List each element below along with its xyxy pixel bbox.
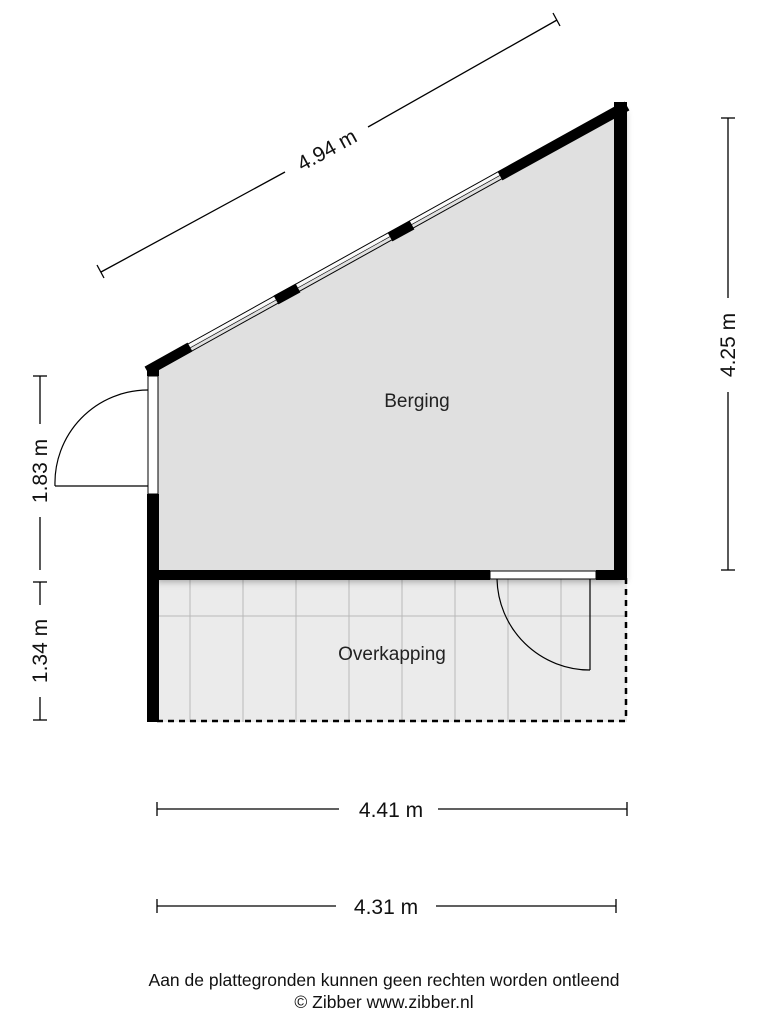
dimension-label-width-upper: 4.41 m [359,799,423,822]
dimension-label-right: 4.25 m [717,313,740,377]
diagonal-wall [144,101,630,376]
bottom-wall-left [147,570,490,580]
dimension-label-diagonal: 4.94 m [294,125,361,176]
right-wall [614,102,627,578]
footer-copyright: © Zibber www.zibber.nl [294,992,474,1012]
dimension-label-left-lower: 1.34 m [29,619,52,683]
wall-segment [387,220,415,242]
room-label-berging: Berging [384,391,450,412]
bottom-wall-right [596,570,627,580]
dimension-width-lower [156,899,617,913]
left-door-swing-arc [54,389,149,487]
wall-segment [273,283,301,305]
bottom-door-frame [489,570,597,580]
open-edge-dashed [157,578,628,723]
bottom-door-swing-arc [496,578,591,671]
walls [147,102,627,722]
dimension-label-width-lower: 4.31 m [354,896,418,919]
left-wall [147,494,159,722]
berging-floor [152,108,622,578]
dimension-width-upper [156,802,628,816]
dimension-left-upper [33,375,47,570]
dimension-label-left-upper: 1.83 m [29,439,52,503]
dimension-right [721,117,735,571]
overkapping-area [157,578,628,723]
overkapping-floor [157,578,627,722]
left-door [54,375,159,495]
wall-segment [144,342,193,376]
bottom-door [489,570,597,671]
dimension-diagonal [96,12,561,279]
berging-room [54,101,630,722]
left-door-frame [147,375,159,495]
dimension-left-lower [33,581,47,721]
wall-segment [497,101,630,181]
floor-tile-grid [157,578,627,722]
room-label-overkapping: Overkapping [338,644,446,665]
footer-disclaimer: Aan de plattegronden kunnen geen rechten… [148,970,620,990]
